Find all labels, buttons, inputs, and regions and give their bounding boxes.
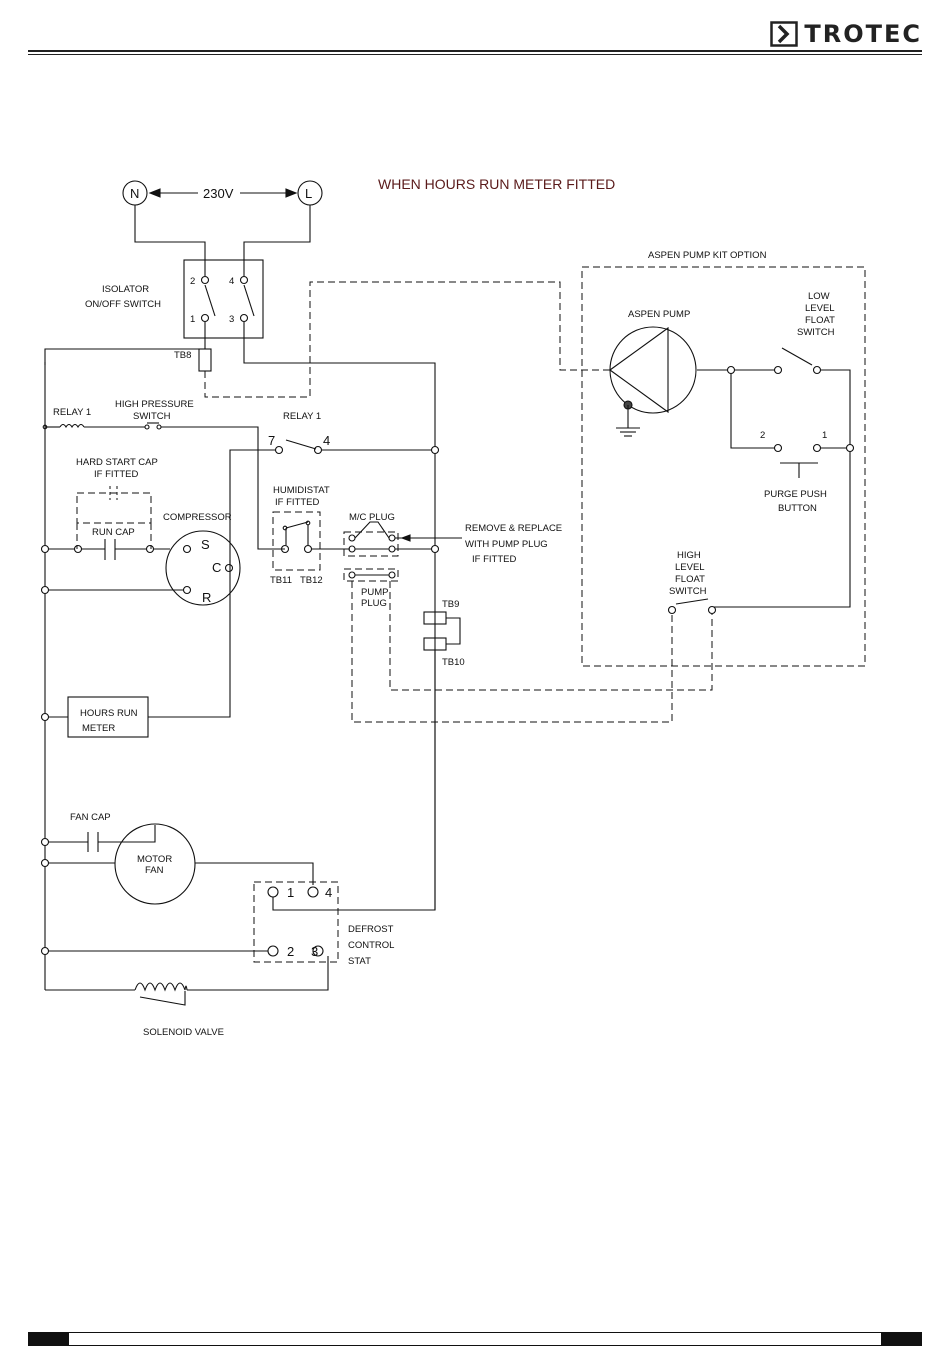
low-float-label-2: LEVEL — [805, 303, 835, 314]
low-float-label-4: SWITCH — [797, 327, 835, 338]
diagram-title: WHEN HOURS RUN METER FITTED — [378, 176, 615, 192]
brand-logo: TROTEC — [770, 20, 922, 48]
iso-terminal-1: 1 — [190, 314, 195, 325]
defrost-terminal-1: 1 — [287, 885, 294, 900]
aspen-kit-label: ASPEN PUMP KIT OPTION — [648, 250, 767, 261]
mc-plug-label: M/C PLUG — [349, 512, 395, 523]
purge-terminal-2: 2 — [760, 430, 765, 441]
iso-terminal-2: 2 — [190, 276, 195, 287]
iso-terminal-4: 4 — [229, 276, 234, 287]
neutral-label: N — [130, 186, 139, 201]
defrost-label: DEFROST — [348, 924, 394, 935]
high-float-label-4: SWITCH — [669, 586, 707, 597]
compressor-label: COMPRESSOR — [163, 512, 232, 523]
tb9-label: TB9 — [442, 599, 459, 610]
isolator-label-2: ON/OFF SWITCH — [85, 299, 161, 310]
brand-name: TROTEC — [804, 20, 922, 48]
humidistat-label: HUMIDISTAT — [273, 485, 330, 496]
compressor-terminal-c: C — [212, 560, 221, 575]
hours-run-label: HOURS RUN — [80, 708, 138, 719]
low-float-label: LOW — [808, 291, 830, 302]
tb8-terminal — [198, 348, 212, 372]
tb12-label: TB12 — [300, 575, 323, 586]
high-float-label-3: FLOAT — [675, 574, 705, 585]
remove-note-3: IF FITTED — [472, 554, 516, 565]
page-header: TROTEC — [0, 0, 950, 60]
page-footer — [28, 1332, 922, 1346]
high-float-label: HIGH — [677, 550, 701, 561]
hard-start-cap-label: HARD START CAP — [76, 457, 158, 468]
aspen-pump-label: ASPEN PUMP — [628, 309, 690, 320]
motor-label-2: FAN — [145, 865, 164, 876]
solenoid-label: SOLENOID VALVE — [143, 1027, 224, 1038]
motor-fan — [114, 823, 196, 905]
run-cap-label: RUN CAP — [92, 527, 135, 538]
live-label: L — [305, 186, 312, 201]
footer-rule — [68, 1332, 882, 1346]
voltage-label: 230V — [203, 186, 234, 201]
purge-terminal-1: 1 — [822, 430, 827, 441]
hp-switch-label-2: SWITCH — [133, 411, 171, 422]
pump-plug-label: PUMP — [361, 587, 388, 598]
purge-label: PURGE PUSH — [764, 489, 827, 500]
purge-label-2: BUTTON — [778, 503, 817, 514]
isolator-label: ISOLATOR — [102, 284, 149, 295]
solenoid-valve — [134, 982, 188, 992]
tb10-label: TB10 — [442, 657, 465, 668]
footer-block-right — [882, 1332, 922, 1346]
header-rule — [28, 50, 922, 55]
remove-note: REMOVE & REPLACE — [465, 523, 562, 534]
remove-note-2: WITH PUMP PLUG — [465, 539, 548, 550]
relay-terminal-7: 7 — [268, 433, 275, 448]
tb8-label: TB8 — [174, 350, 191, 361]
compressor-terminal-r: R — [202, 590, 211, 605]
humidistat-label-2: IF FITTED — [275, 497, 319, 508]
relay1-coil-label: RELAY 1 — [53, 407, 91, 418]
low-float-label-3: FLOAT — [805, 315, 835, 326]
hp-switch-label: HIGH PRESSURE — [115, 399, 194, 410]
defrost-terminal-4: 4 — [325, 885, 332, 900]
high-float-label-2: LEVEL — [675, 562, 705, 573]
defrost-label-2: CONTROL — [348, 940, 394, 951]
isolator-switch — [183, 259, 264, 339]
fan-cap-label: FAN CAP — [70, 812, 111, 823]
compressor-terminal-s: S — [201, 537, 210, 552]
footer-block-left — [28, 1332, 68, 1346]
defrost-terminal-2: 2 — [287, 944, 294, 959]
pump-plug-label-2: PLUG — [361, 598, 387, 609]
iso-terminal-3: 3 — [229, 314, 234, 325]
motor-label: MOTOR — [137, 854, 172, 865]
aspen-pump — [609, 326, 697, 414]
defrost-label-3: STAT — [348, 956, 371, 967]
hard-start-cap-label-2: IF FITTED — [94, 469, 138, 480]
tb11-label: TB11 — [270, 575, 292, 586]
compressor — [165, 530, 241, 606]
relay1-contact-label: RELAY 1 — [283, 411, 321, 422]
hours-run-label-2: METER — [82, 723, 115, 734]
relay-terminal-4: 4 — [323, 433, 330, 448]
defrost-terminal-3: 3 — [311, 944, 318, 959]
chevron-box-icon — [770, 21, 799, 47]
